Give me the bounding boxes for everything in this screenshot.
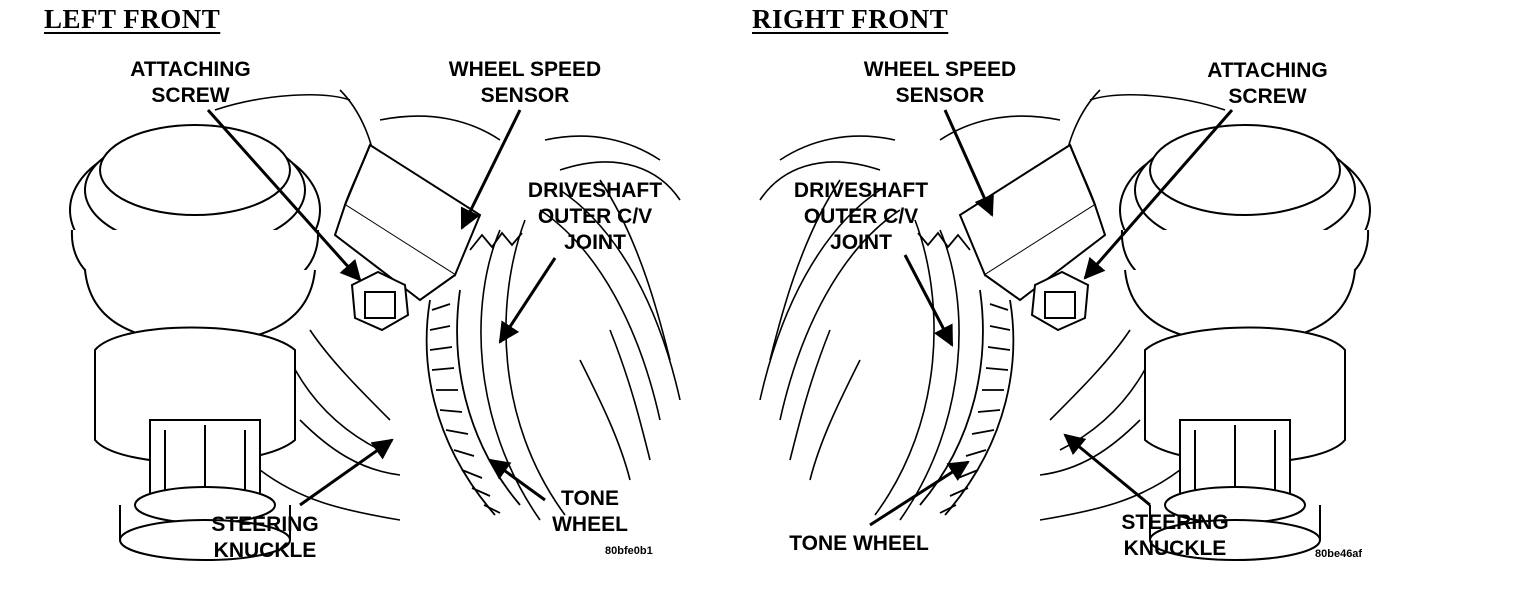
left-hub — [94, 326, 296, 561]
right-label-steering-knuckle: STEERING KNUCKLE — [1121, 511, 1229, 560]
left-leader-arrows — [206, 109, 557, 507]
right-screw — [1030, 270, 1090, 332]
right-leader-arrows — [869, 109, 1234, 527]
right-sensor-body — [958, 143, 1107, 302]
left-label-steering-knuckle: STEERING KNUCKLE — [211, 513, 319, 562]
left-arrow-wheel-speed-sensor — [460, 109, 522, 230]
right-housing-lines — [939, 89, 1226, 521]
right-front-illustration — [759, 89, 1371, 561]
left-screw — [350, 270, 410, 332]
left-label-attaching-screw: ATTACHING SCREW — [130, 58, 251, 107]
right-label-driveshaft-joint: DRIVESHAFT OUTER C/V JOINT — [793, 179, 929, 254]
left-boot — [69, 124, 321, 347]
left-panel-title: LEFT FRONT — [44, 4, 221, 34]
right-panel-title: RIGHT FRONT — [752, 4, 949, 34]
left-figure-code: 80bfe0b1 — [605, 545, 653, 557]
right-label-tone-wheel: TONE WHEEL — [789, 532, 929, 555]
left-label-wheel-speed-sensor: WHEEL SPEED SENSOR — [448, 58, 602, 107]
right-hub — [1144, 326, 1346, 561]
left-housing-lines — [214, 89, 501, 521]
left-arrow-attaching-screw — [206, 109, 362, 282]
left-cv-joint — [480, 135, 681, 521]
left-arrow-tone-wheel — [488, 458, 546, 502]
left-sensor-body — [333, 143, 482, 302]
right-arrow-driveshaft-joint — [903, 254, 954, 347]
right-boot — [1119, 124, 1371, 347]
right-cv-joint — [759, 135, 960, 521]
left-arrow-steering-knuckle — [299, 438, 394, 507]
right-arrow-tone-wheel — [869, 460, 970, 527]
left-label-driveshaft-joint: DRIVESHAFT OUTER C/V JOINT — [527, 179, 663, 254]
right-arrow-steering-knuckle — [1063, 433, 1151, 507]
left-tone-wheel — [425, 231, 523, 516]
right-arrow-attaching-screw — [1083, 109, 1234, 280]
right-figure-code: 80be46af — [1315, 548, 1363, 560]
right-label-wheel-speed-sensor: WHEEL SPEED SENSOR — [863, 58, 1017, 107]
right-label-attaching-screw: ATTACHING SCREW — [1207, 59, 1328, 108]
left-label-tone-wheel: TONE WHEEL — [552, 487, 628, 536]
left-arrow-driveshaft-joint — [498, 257, 557, 344]
right-arrow-wheel-speed-sensor — [943, 109, 994, 217]
